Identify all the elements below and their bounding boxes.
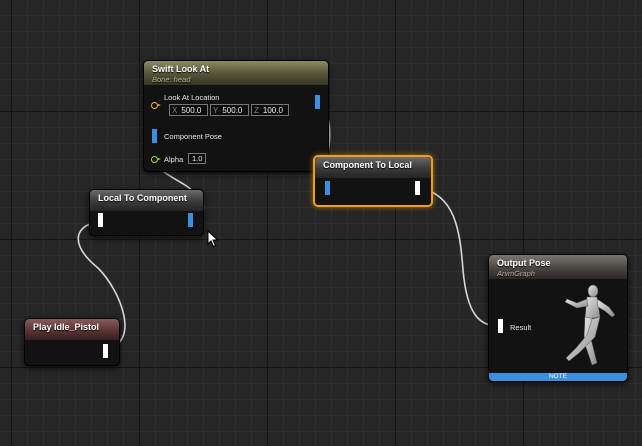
vector-pin-icon[interactable]: [151, 102, 161, 109]
local-to-component-header[interactable]: Local To Component: [90, 190, 203, 211]
y-field[interactable]: Y 500.0: [210, 104, 249, 116]
mouse-cursor-icon: [207, 230, 219, 248]
component-to-local-header[interactable]: Component To Local: [315, 157, 431, 178]
y-axis-label: Y: [213, 105, 219, 115]
swift-look-at-header[interactable]: Swift Look At Bone: head: [144, 61, 328, 85]
alpha-input[interactable]: 1.0: [188, 153, 207, 164]
z-field[interactable]: Z 100.0: [251, 104, 289, 116]
swift-look-at-node[interactable]: Swift Look At Bone: head Look At Locatio…: [143, 60, 329, 172]
look-at-location-fields: X 500.0 Y 500.0 Z 100.0: [169, 104, 289, 116]
mannequin-preview: [564, 284, 616, 366]
output-pose-node[interactable]: Output Pose AnimGraph Result NOTE: [488, 254, 628, 382]
local-to-component-node[interactable]: Local To Component: [89, 189, 204, 236]
local-to-component-title: Local To Component: [98, 193, 187, 203]
output-pose-pin-icon[interactable]: [315, 95, 320, 109]
output-pose-subtitle: AnimGraph: [497, 269, 535, 278]
swift-look-at-subtitle: Bone: head: [152, 75, 191, 84]
result-label: Result: [510, 323, 532, 332]
local-pose-out-pin-icon[interactable]: [415, 181, 420, 195]
z-value: 100.0: [262, 105, 283, 115]
component-pose-out-pin-icon[interactable]: [188, 213, 193, 227]
wire-play-to-local[interactable]: [77, 222, 126, 349]
play-idle-pistol-header[interactable]: Play Idle_Pistol: [25, 319, 119, 340]
component-pose-in-pin-icon[interactable]: [325, 181, 330, 195]
wire-component-to-output[interactable]: [419, 187, 499, 327]
play-idle-pistol-node[interactable]: Play Idle_Pistol: [24, 318, 120, 366]
y-value: 500.0: [222, 105, 243, 115]
component-pose-pin-icon[interactable]: [152, 129, 157, 143]
x-field[interactable]: X 500.0: [169, 104, 208, 116]
component-to-local-title: Component To Local: [323, 160, 412, 170]
z-axis-label: Z: [254, 105, 259, 115]
swift-look-at-title: Swift Look At: [152, 64, 210, 74]
output-pose-header[interactable]: Output Pose AnimGraph: [489, 255, 627, 279]
local-pose-in-pin-icon[interactable]: [98, 213, 103, 227]
component-to-local-node[interactable]: Component To Local: [313, 155, 433, 207]
x-value: 500.0: [181, 105, 202, 115]
output-pose-title: Output Pose: [497, 258, 551, 268]
alpha-label: Alpha: [164, 155, 184, 164]
result-pin-icon[interactable]: [498, 319, 503, 333]
component-pose-label: Component Pose: [164, 132, 222, 141]
x-axis-label: X: [172, 105, 178, 115]
float-pin-icon[interactable]: [151, 156, 161, 163]
look-at-location-label: Look At Location: [164, 93, 220, 102]
play-idle-pistol-title: Play Idle_Pistol: [33, 322, 100, 332]
note-bar[interactable]: NOTE: [489, 373, 627, 381]
pose-out-pin-icon[interactable]: [103, 344, 108, 358]
